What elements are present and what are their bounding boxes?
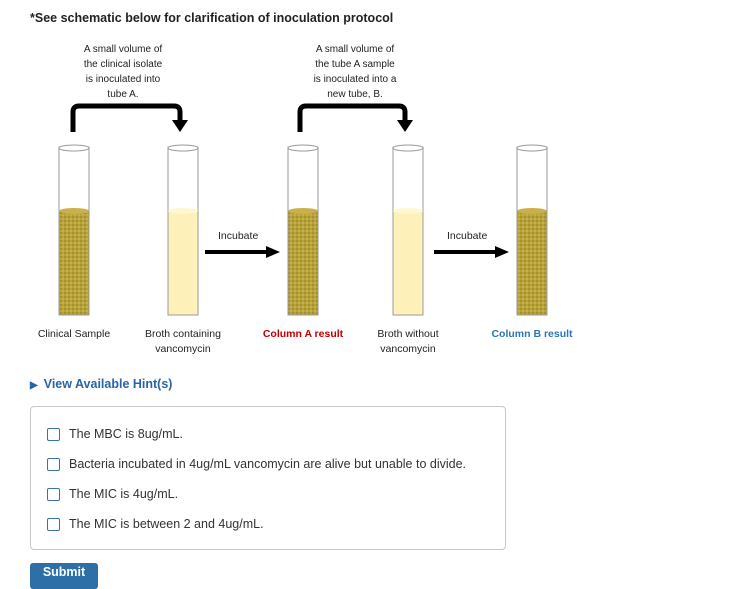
label-column-a-result: Column A result	[262, 328, 344, 340]
tube-clinical-sample	[58, 144, 90, 316]
option-mic-between-2-4[interactable]: The MIC is between 2 and 4ug/mL.	[47, 517, 264, 531]
checkbox[interactable]	[47, 517, 60, 531]
option-mic-4[interactable]: The MIC is 4ug/mL.	[47, 487, 178, 501]
tube-broth-vancomycin	[167, 144, 199, 316]
option-mbc-8[interactable]: The MBC is 8ug/mL.	[47, 427, 183, 441]
view-hints-toggle[interactable]: ▶ View Available Hint(s)	[30, 377, 172, 391]
option-text: Bacteria incubated in 4ug/mL vancomycin …	[69, 457, 466, 471]
label-broth-no-vancomycin: Broth without vancomycin	[377, 328, 439, 355]
checkbox[interactable]	[47, 487, 60, 501]
checkbox[interactable]	[47, 427, 60, 441]
transfer-arrow-1	[70, 103, 188, 132]
tube-column-a	[287, 144, 319, 316]
option-alive-not-dividing[interactable]: Bacteria incubated in 4ug/mL vancomycin …	[47, 457, 466, 471]
incubate-label-1: Incubate	[218, 230, 259, 242]
caption-inoculate-tube-b: A small volume of the tube A sample is i…	[313, 44, 397, 100]
submit-button[interactable]: Submit	[30, 563, 98, 589]
protocol-heading: *See schematic below for clarification o…	[30, 11, 394, 25]
checkbox[interactable]	[47, 457, 60, 471]
caption-inoculate-tube-a: A small volume of the clinical isolate i…	[83, 44, 163, 100]
transfer-arrow-2	[297, 103, 413, 132]
option-text: The MIC is 4ug/mL.	[69, 487, 179, 501]
incubate-label-2: Incubate	[447, 230, 488, 242]
answer-options-panel: The MBC is 8ug/mL. Bacteria incubated in…	[30, 406, 506, 550]
label-broth-vancomycin: Broth containing vancomycin	[145, 328, 221, 355]
view-hints-label: View Available Hint(s)	[43, 377, 173, 391]
label-column-b-result: Column B result	[491, 328, 573, 340]
option-text: The MIC is between 2 and 4ug/mL.	[69, 517, 264, 531]
incubate-arrow-2	[434, 246, 509, 258]
tube-column-b	[516, 144, 548, 316]
inoculation-schematic	[58, 103, 548, 316]
label-clinical-sample: Clinical Sample	[37, 328, 111, 340]
incubate-arrow-1	[205, 246, 280, 258]
option-text: The MBC is 8ug/mL.	[69, 427, 183, 441]
triangle-right-icon: ▶	[30, 380, 38, 391]
tube-broth-no-vancomycin	[392, 144, 424, 316]
